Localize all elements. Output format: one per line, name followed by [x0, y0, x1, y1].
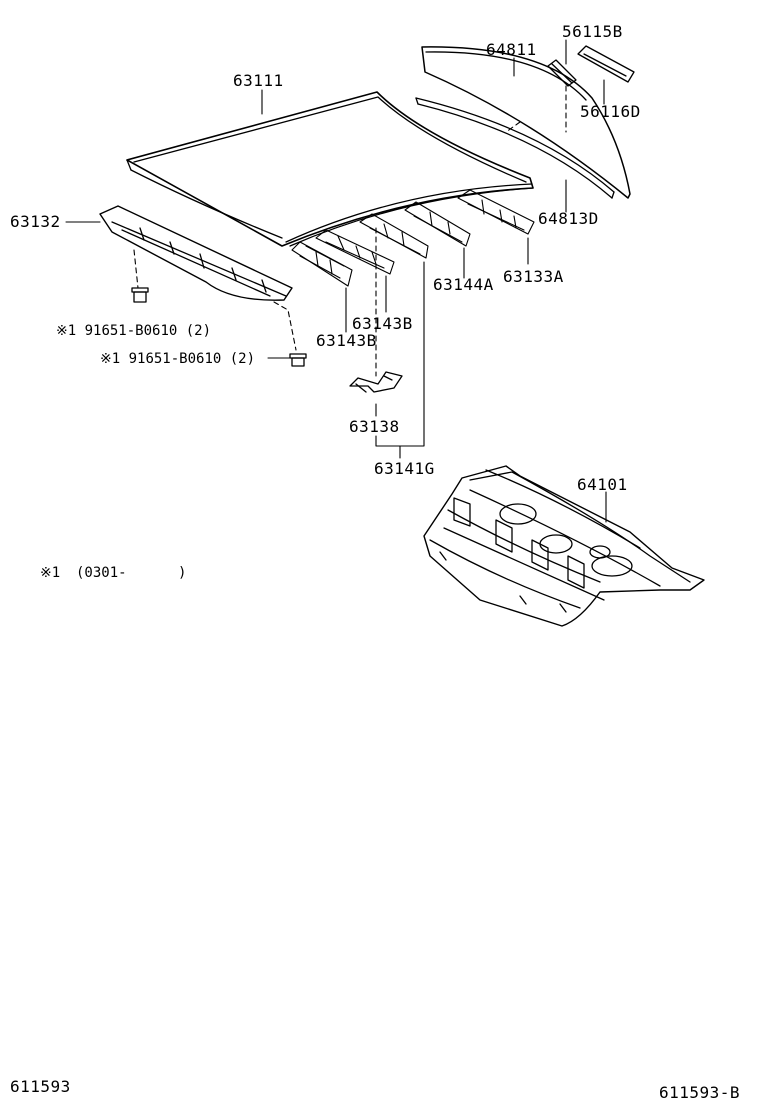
label-bracket: 63138	[349, 417, 400, 436]
front-header-drawing	[99, 205, 293, 301]
leader-lines	[65, 39, 607, 523]
label-glass-molding: 64813D	[538, 209, 599, 228]
footnote-range-close: )	[178, 565, 187, 581]
label-roof-bow-a: 63144A	[433, 275, 494, 294]
label-front-header: 63132	[10, 212, 61, 231]
back-window-drawing	[421, 46, 631, 199]
footnote-mark: ※1	[40, 565, 61, 581]
label-reinforcement-assy: 63141G	[374, 459, 435, 478]
weatherstrip-drawing	[577, 45, 635, 83]
label-bolt-2: ※1 91651-B0610 (2)	[100, 351, 256, 367]
label-bolt-1: ※1 91651-B0610 (2)	[56, 323, 212, 339]
label-clip: 56115B	[562, 22, 623, 41]
footnote-range-open: (0301-	[76, 565, 127, 581]
label-roof-bow-b2: 63143B	[316, 331, 377, 350]
label-roof-bow-b1: 63143B	[352, 314, 413, 333]
roof-bows-drawing	[291, 189, 535, 287]
label-rear-header: 63133A	[503, 267, 564, 286]
label-back-window-glass: 64811	[486, 40, 537, 59]
roof-panel-drawing	[126, 91, 534, 247]
label-weatherstrip: 56116D	[580, 102, 641, 121]
dashed-lines	[133, 85, 567, 377]
footer-left-code: 611593	[10, 1077, 71, 1096]
clip-drawing	[547, 59, 577, 87]
label-roof-panel: 63111	[233, 71, 284, 90]
bolts-drawing	[131, 287, 307, 367]
label-package-tray-panel: 64101	[577, 475, 628, 494]
package-tray-drawing	[423, 465, 705, 627]
bracket-drawing	[349, 371, 403, 393]
molding-drawing	[415, 97, 615, 199]
footer-right-code: 611593-B	[659, 1083, 741, 1102]
